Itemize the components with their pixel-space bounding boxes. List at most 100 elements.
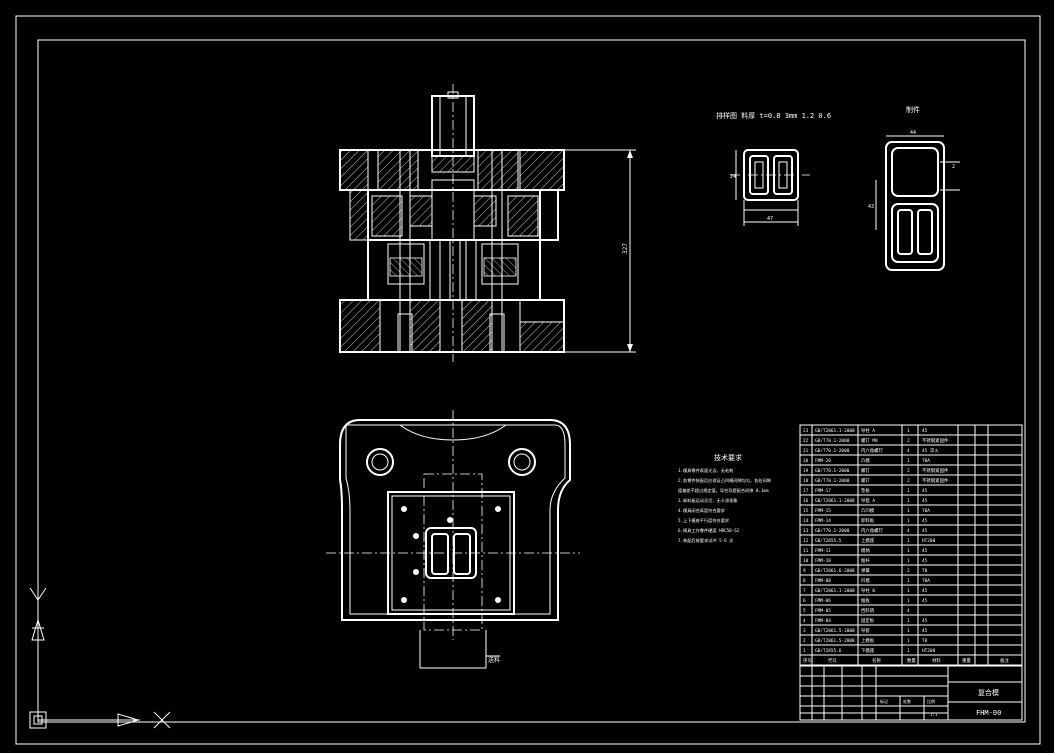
bom-cell-qty: 1	[907, 498, 910, 504]
tech-note-line: 3.卸料板运动灵活，无卡滞现象	[678, 497, 737, 504]
bom-cell-qty: 1	[907, 508, 910, 514]
bom-cell-code: GB/T2861.1-2008	[815, 588, 855, 594]
bom-cell-no: 3	[803, 628, 806, 634]
bom-cell-code: GB/T70.1-2000	[815, 468, 850, 474]
drawing-name: 复合模	[978, 688, 999, 697]
tech-note-line: 7.装配后按要求试冲 5-6 次	[678, 537, 734, 544]
bom-cell-name: 上模座	[861, 537, 875, 544]
bom-cell-name: 导柱 B	[861, 587, 875, 594]
bom-cell-code: FMM-10	[815, 558, 831, 564]
bom-cell-name: 凸凹模	[861, 507, 875, 514]
bom-cell-no: 13	[803, 528, 809, 534]
bom-cell-code: GB/T2861.6-2008	[815, 568, 855, 574]
bom-cell-no: 21	[803, 448, 809, 454]
bom-header-name: 名称	[872, 657, 881, 664]
bom-cell-no: 1	[803, 648, 806, 654]
bom-cell-no: 2	[803, 638, 806, 644]
bom-cell-mat: 45	[922, 618, 928, 624]
bom-cell-name: 下模座	[861, 647, 875, 654]
bom-header-qty: 数量	[907, 657, 916, 664]
bom-cell-name: 凸模	[861, 457, 870, 464]
bom-cell-mat: 45	[922, 628, 928, 634]
bom-cell-qty: 1	[907, 428, 910, 434]
bom-cell-no: 9	[803, 568, 806, 574]
bom-cell-code: FMM-08	[815, 578, 831, 584]
bom-cell-no: 8	[803, 578, 806, 584]
bom-cell-code: GB/T2861.5-2008	[815, 628, 855, 634]
outer-frame	[15, 15, 1041, 745]
bom-cell-qty: 1	[907, 598, 910, 604]
bom-cell-code: GB/T70.1-2000	[815, 528, 850, 534]
bom-cell-mat: 45	[922, 488, 928, 494]
bom-cell-no: 14	[803, 518, 809, 524]
bom-cell-code: FMM-20	[815, 458, 831, 464]
bom-cell-name: 内六角螺钉	[861, 447, 884, 454]
bom-cell-code: FMM-11	[815, 548, 831, 554]
bom-cell-code: FMM-04	[815, 618, 831, 624]
title-label-b: 处数	[903, 698, 911, 704]
bom-header-no: 序号	[803, 657, 812, 664]
bom-cell-mat: 45	[922, 588, 928, 594]
feed-label: 送料	[488, 656, 500, 664]
bom-cell-code: GB/T2861.5-2008	[815, 638, 855, 644]
tech-note-line: 1.模具零件表面光洁，无毛刺	[678, 467, 733, 474]
bom-cell-qty: 1	[907, 618, 910, 624]
tech-note-line: 2.各零件装配后应保证凸凹模间隙均匀，各处间隙	[678, 477, 772, 484]
bom-cell-qty: 2	[907, 478, 910, 484]
bom-cell-mat: 45 淬火	[922, 447, 939, 454]
bom-cell-mat: T8A	[922, 508, 930, 514]
bom-cell-name: 弹簧	[861, 567, 870, 574]
bom-cell-mat: 不锈钢紧固件	[922, 477, 949, 484]
bom-cell-qty: 1	[907, 628, 910, 634]
bom-cell-qty: 1	[907, 488, 910, 494]
bom-cell-code: FMM-15	[815, 508, 831, 514]
bom-cell-mat: 45	[922, 598, 928, 604]
bom-cell-no: 7	[803, 588, 806, 594]
part-dim-width: 44	[910, 130, 916, 136]
bom-cell-mat: HT200	[922, 648, 936, 654]
bom-cell-qty: 2	[907, 568, 910, 574]
tech-notes: 1.模具零件表面光洁，无毛刺 2.各零件装配后应保证凸凹模间隙均匀，各处间隙 值…	[678, 467, 772, 544]
bom-cell-no: 23	[803, 428, 809, 434]
bom-cell-code: GB/T70.1-2000	[815, 438, 850, 444]
bom-cell-name: 推杆	[861, 557, 870, 564]
bom-header-mat: 材料	[932, 657, 941, 664]
dimension-height: 327	[622, 243, 629, 254]
bom-cell-no: 15	[803, 508, 809, 514]
bom-cell-code: GB/T2861.1-2008	[815, 498, 855, 504]
bom-cell-qty: 1	[907, 558, 910, 564]
plan-view	[326, 410, 580, 669]
bom-cell-name: 垫板	[861, 487, 870, 494]
bom-cell-name: 导柱 A	[861, 427, 875, 434]
bom-cell-mat: 45	[922, 528, 928, 534]
bom-cell-qty: 1	[907, 458, 910, 464]
bom-cell-name: 螺钉	[861, 477, 870, 484]
part-dim-side: 2	[952, 164, 955, 170]
bom-cell-name: 内六角螺钉	[861, 527, 884, 534]
ucs-icon	[29, 587, 171, 729]
assembly-section-view	[339, 84, 636, 362]
bom-cell-name: 螺钉 M8	[861, 437, 878, 444]
bom-cell-qty: 1	[907, 578, 910, 584]
bom-cell-mat: 45	[922, 548, 928, 554]
bom-cell-no: 10	[803, 558, 809, 564]
bom-cell-qty: 1	[907, 588, 910, 594]
bom-cell-no: 6	[803, 598, 806, 604]
bom-cell-name: 推板	[861, 597, 870, 604]
bom-cell-no: 20	[803, 458, 809, 464]
bom-cell-code: GB/T70.1-2000	[815, 448, 850, 454]
bom-cell-code: FMM-06	[815, 598, 831, 604]
strip-layout-view	[730, 149, 810, 226]
tech-notes-title: 技术要求	[714, 453, 742, 462]
part-view	[875, 135, 960, 271]
bom-cell-mat: 45	[922, 498, 928, 504]
bom-cell-name: 导套	[861, 627, 870, 634]
bom-cell-name: 螺钉	[861, 467, 870, 474]
bom-cell-code: GB/T70.1-2000	[815, 478, 850, 484]
tech-note-line: 5.上下模座平行度符合要求	[678, 517, 730, 524]
bom-cell-mat: 不锈钢紧固件	[922, 467, 949, 474]
bom-cell-mat: 45	[922, 518, 928, 524]
bom-cell-name: 导套 A	[861, 497, 875, 504]
